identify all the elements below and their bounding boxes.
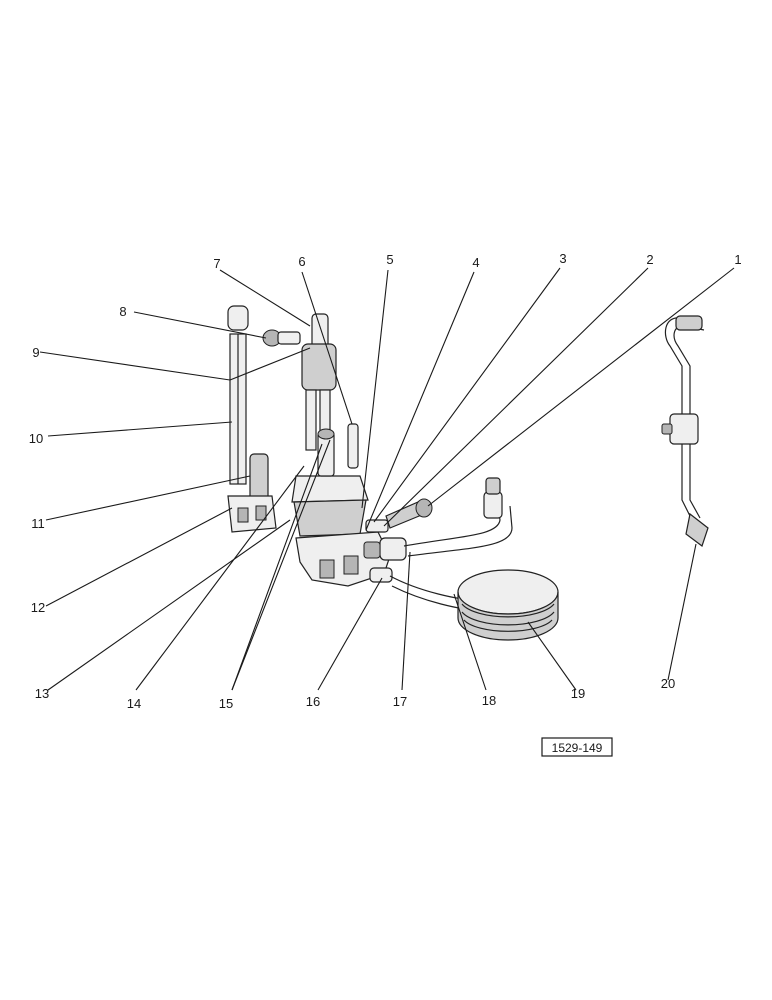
bolt-and-fittings (363, 498, 433, 583)
center-upper-assembly (262, 313, 359, 469)
callout-19: 19 (571, 686, 585, 701)
callout-17: 17 (393, 694, 407, 709)
callout-3: 3 (559, 251, 566, 266)
callout-9: 9 (32, 345, 39, 360)
callout-1: 1 (734, 252, 741, 267)
reference-code-box: 1529-149 (541, 737, 613, 757)
callout-13: 13 (35, 686, 49, 701)
leader-lines (39, 267, 735, 691)
callout-4: 4 (472, 255, 479, 270)
reference-code: 1529-149 (552, 741, 603, 755)
callout-15: 15 (219, 696, 233, 711)
callout-labels: 1 2 3 4 5 6 7 8 9 10 11 12 13 14 15 16 1… (29, 251, 742, 711)
left-tube-assembly (227, 305, 277, 533)
callout-7: 7 (213, 256, 220, 271)
hose-assembly (389, 477, 513, 611)
filter-screen (457, 569, 559, 641)
oil-pipe (661, 315, 709, 547)
callout-10: 10 (29, 431, 43, 446)
callout-14: 14 (127, 696, 141, 711)
callout-5: 5 (386, 252, 393, 267)
parts-illustration (227, 305, 709, 641)
pump-body-assembly (291, 428, 391, 587)
callout-18: 18 (482, 693, 496, 708)
callout-20: 20 (661, 676, 675, 691)
callout-16: 16 (306, 694, 320, 709)
callout-11: 11 (31, 516, 45, 531)
callout-8: 8 (119, 304, 126, 319)
callout-2: 2 (646, 252, 653, 267)
callout-6: 6 (298, 254, 305, 269)
callout-12: 12 (31, 600, 45, 615)
